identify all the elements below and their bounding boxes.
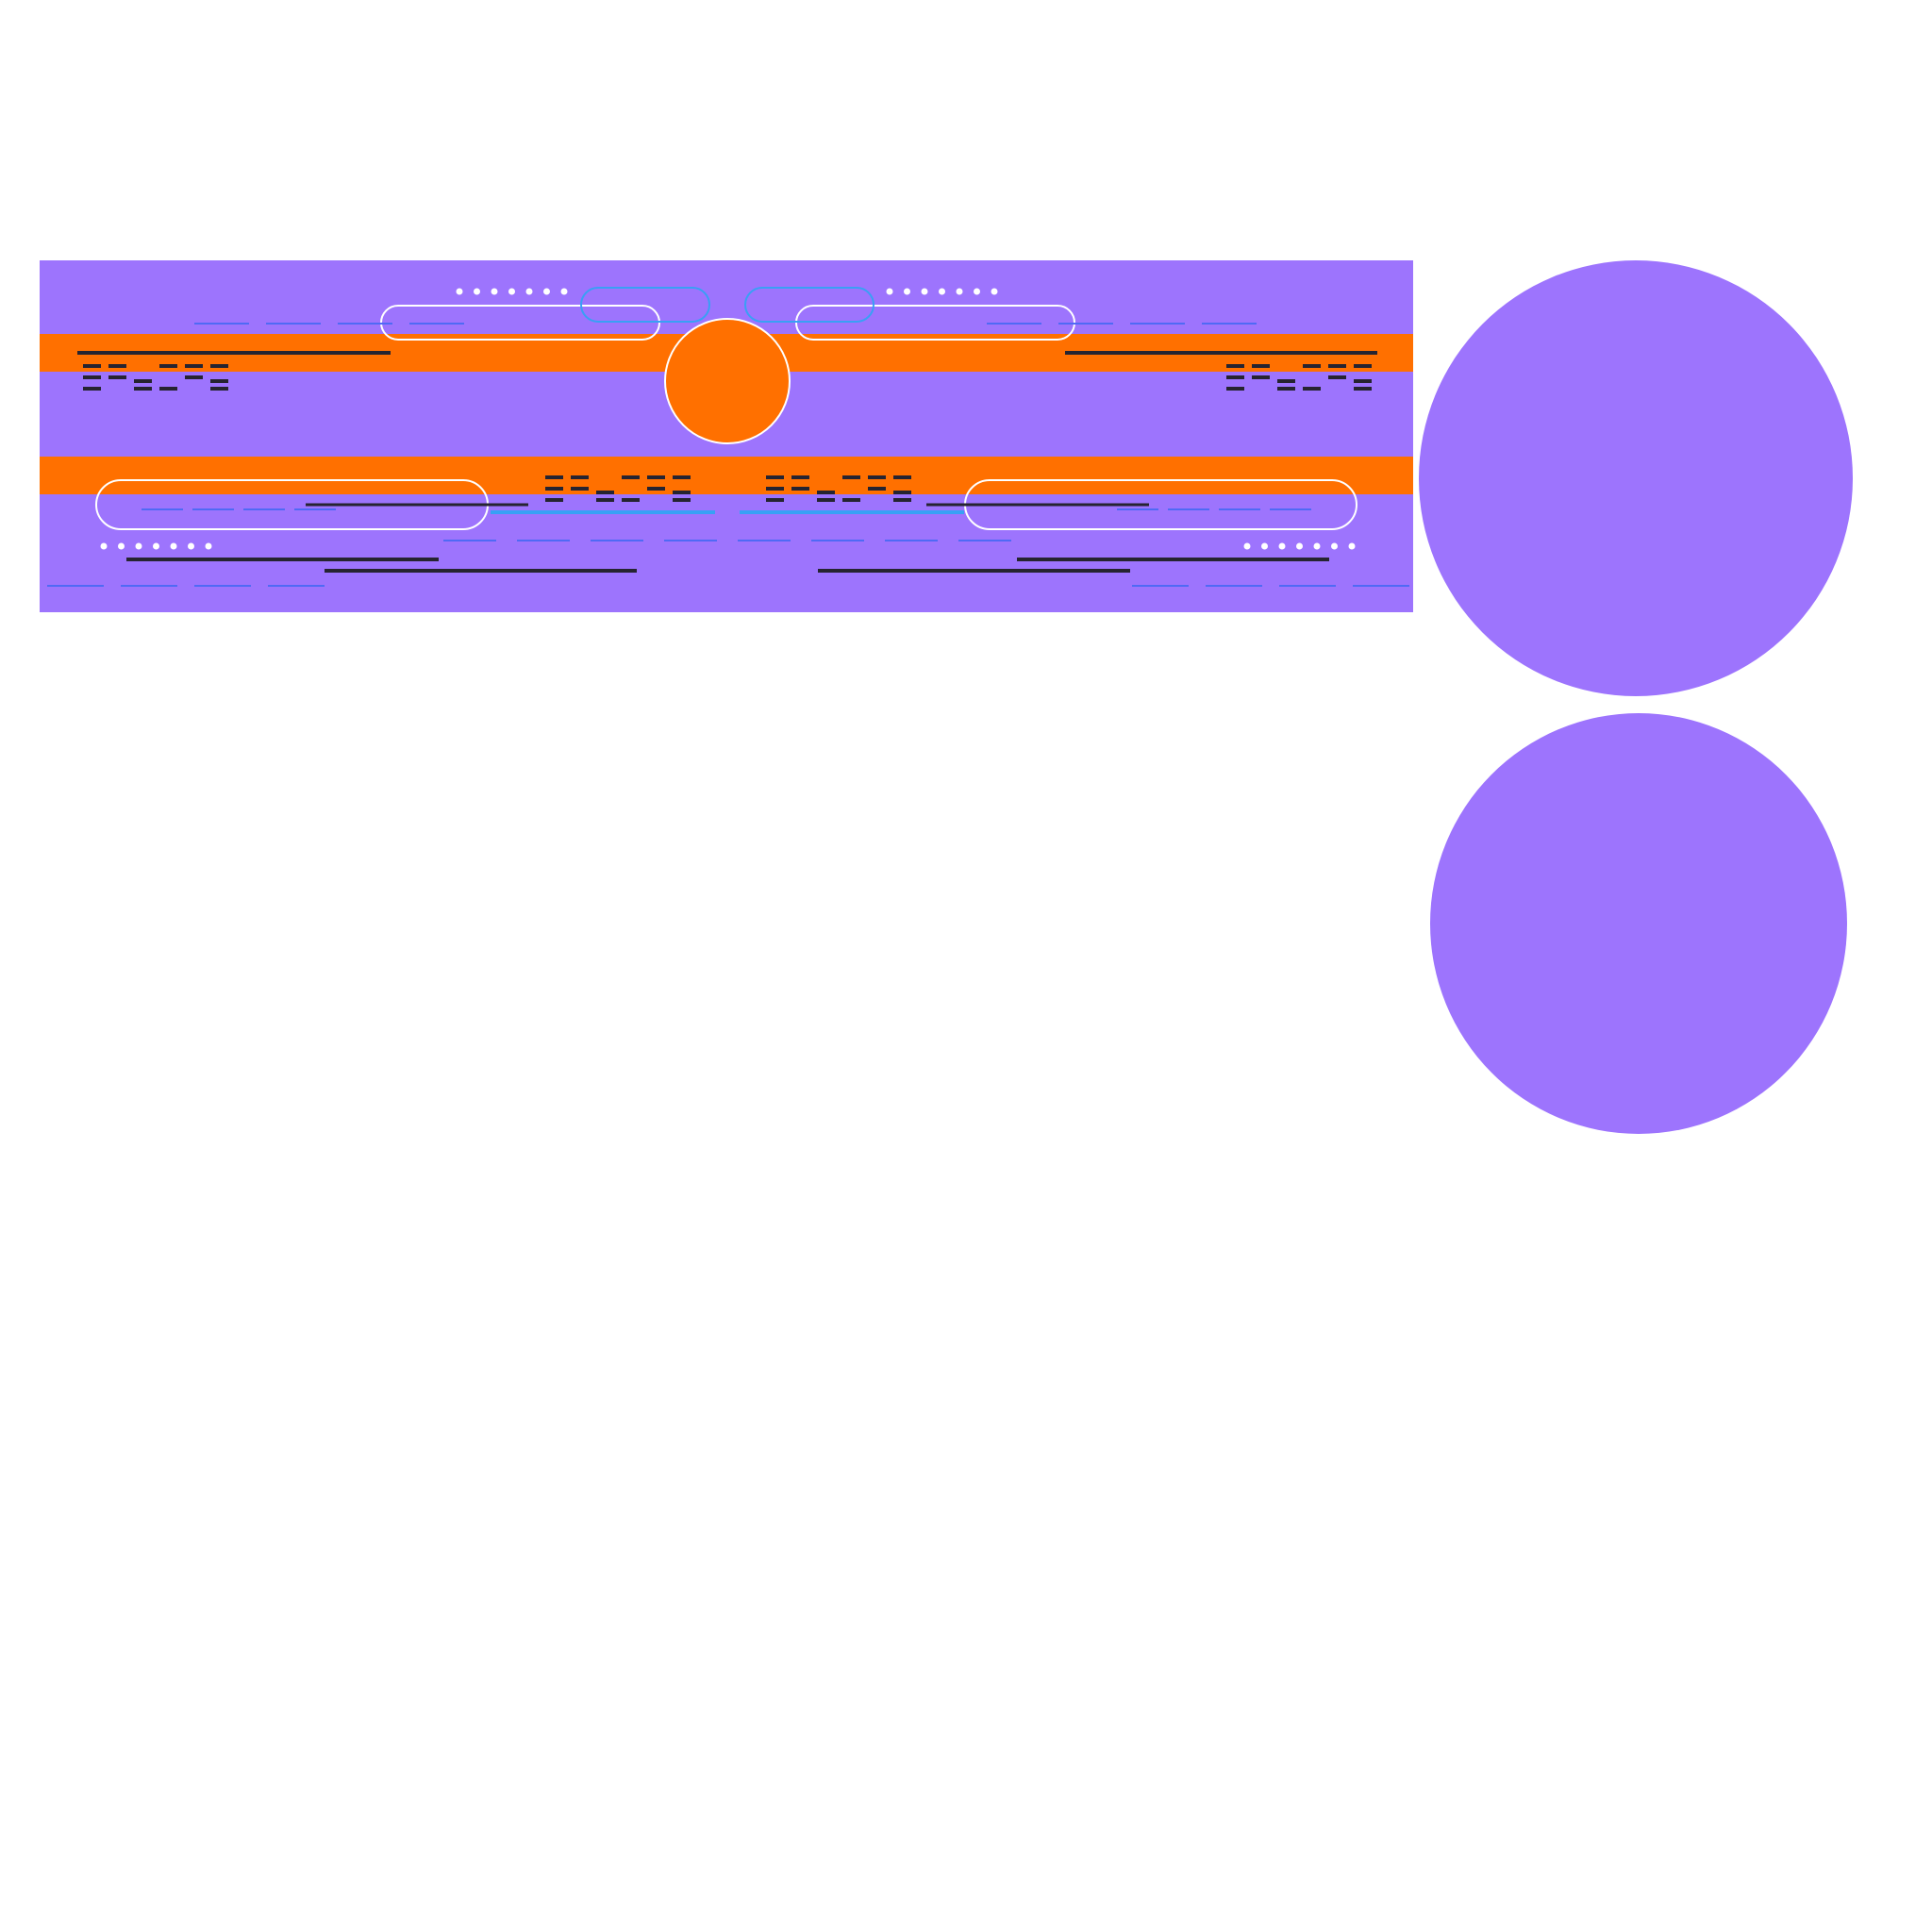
code-glyph-bar bbox=[134, 387, 152, 391]
code-glyph-bar bbox=[210, 364, 228, 368]
white-dot bbox=[1278, 542, 1286, 550]
white-dot bbox=[974, 288, 980, 295]
code-glyph-bar bbox=[83, 375, 101, 379]
code-glyph-bar bbox=[210, 387, 228, 391]
white-dot bbox=[1348, 542, 1356, 550]
patterned-band bbox=[40, 260, 1413, 612]
code-glyph-bar bbox=[83, 364, 101, 368]
code-glyph-bar bbox=[185, 364, 203, 368]
white-dot bbox=[1243, 542, 1251, 550]
code-glyph-bar bbox=[545, 487, 563, 491]
white-dot bbox=[491, 288, 498, 295]
code-glyph-bar bbox=[571, 487, 589, 491]
dark-code-glyph-blocks bbox=[83, 364, 1372, 502]
purple-disc-upper bbox=[1419, 260, 1853, 696]
code-glyph-bar bbox=[893, 491, 911, 494]
white-dot bbox=[939, 288, 945, 295]
white-dot bbox=[1331, 542, 1338, 550]
code-glyph-bar bbox=[596, 491, 614, 494]
code-glyph-bar bbox=[842, 498, 860, 502]
code-glyph-bar bbox=[622, 498, 640, 502]
code-glyph-bar bbox=[893, 475, 911, 479]
code-glyph-bar bbox=[159, 387, 177, 391]
blue-pill-right bbox=[744, 287, 874, 323]
white-dot bbox=[205, 542, 212, 550]
code-glyph-bar bbox=[1226, 387, 1244, 391]
white-dot bbox=[904, 288, 910, 295]
code-glyph-bar bbox=[1252, 375, 1270, 379]
code-glyph-bar bbox=[1354, 379, 1372, 383]
code-glyph-bar bbox=[1226, 364, 1244, 368]
white-dot bbox=[118, 542, 125, 550]
white-dot bbox=[153, 542, 159, 550]
code-glyph-bar bbox=[545, 475, 563, 479]
code-glyph-bar bbox=[673, 475, 691, 479]
white-dot bbox=[560, 288, 568, 295]
purple-disc-lower bbox=[1430, 713, 1847, 1134]
white-dot bbox=[991, 288, 998, 295]
code-glyph-bar bbox=[1252, 364, 1270, 368]
code-glyph-bar bbox=[766, 487, 784, 491]
code-glyph-bar bbox=[596, 498, 614, 502]
code-glyph-bar bbox=[673, 491, 691, 494]
code-glyph-bar bbox=[1303, 387, 1321, 391]
code-glyph-bar bbox=[1226, 375, 1244, 379]
code-glyph-bar bbox=[842, 475, 860, 479]
code-glyph-bar bbox=[134, 379, 152, 383]
code-glyph-bar bbox=[108, 375, 126, 379]
white-dot bbox=[1313, 542, 1321, 550]
white-dot bbox=[100, 542, 108, 550]
code-glyph-bar bbox=[1277, 379, 1295, 383]
code-glyph-bar bbox=[185, 375, 203, 379]
white-dot bbox=[508, 288, 515, 295]
code-glyph-bar bbox=[1277, 387, 1295, 391]
code-glyph-bar bbox=[791, 475, 809, 479]
code-glyph-bar bbox=[868, 487, 886, 491]
code-glyph-bar bbox=[766, 498, 784, 502]
white-dot bbox=[525, 288, 533, 295]
code-glyph-bar bbox=[673, 498, 691, 502]
blue-dash-rows bbox=[47, 323, 1409, 587]
white-dot bbox=[1261, 542, 1268, 550]
white-dot-rows bbox=[100, 288, 1356, 550]
white-dot bbox=[956, 288, 963, 295]
white-dot bbox=[456, 288, 463, 295]
code-glyph-bar bbox=[108, 364, 126, 368]
code-glyph-bar bbox=[817, 498, 835, 502]
code-glyph-bar bbox=[817, 491, 835, 494]
blue-pill-left bbox=[580, 287, 710, 323]
code-glyph-bar bbox=[210, 379, 228, 383]
code-glyph-bar bbox=[83, 387, 101, 391]
code-glyph-bar bbox=[1328, 375, 1346, 379]
white-dot bbox=[921, 288, 928, 295]
code-glyph-bar bbox=[893, 498, 911, 502]
center-medallion bbox=[664, 318, 791, 444]
code-glyph-bar bbox=[571, 475, 589, 479]
white-dot bbox=[543, 288, 550, 295]
code-glyph-bar bbox=[647, 487, 665, 491]
code-glyph-bar bbox=[766, 475, 784, 479]
code-glyph-bar bbox=[1354, 364, 1372, 368]
white-dot bbox=[886, 288, 893, 295]
code-glyph-bar bbox=[791, 487, 809, 491]
code-glyph-bar bbox=[545, 498, 563, 502]
code-glyph-bar bbox=[647, 475, 665, 479]
code-glyph-bar bbox=[1328, 364, 1346, 368]
code-glyph-bar bbox=[159, 364, 177, 368]
code-glyph-bar bbox=[1354, 387, 1372, 391]
code-glyph-bar bbox=[1303, 364, 1321, 368]
lower-orange-stripe bbox=[40, 457, 1413, 494]
white-dot bbox=[170, 542, 177, 550]
code-glyph-bar bbox=[622, 475, 640, 479]
band-graphic bbox=[40, 260, 1413, 612]
white-dot bbox=[474, 288, 480, 295]
white-dot bbox=[188, 542, 194, 550]
code-glyph-bar bbox=[868, 475, 886, 479]
white-dot bbox=[135, 542, 142, 550]
white-dot bbox=[1296, 542, 1303, 550]
